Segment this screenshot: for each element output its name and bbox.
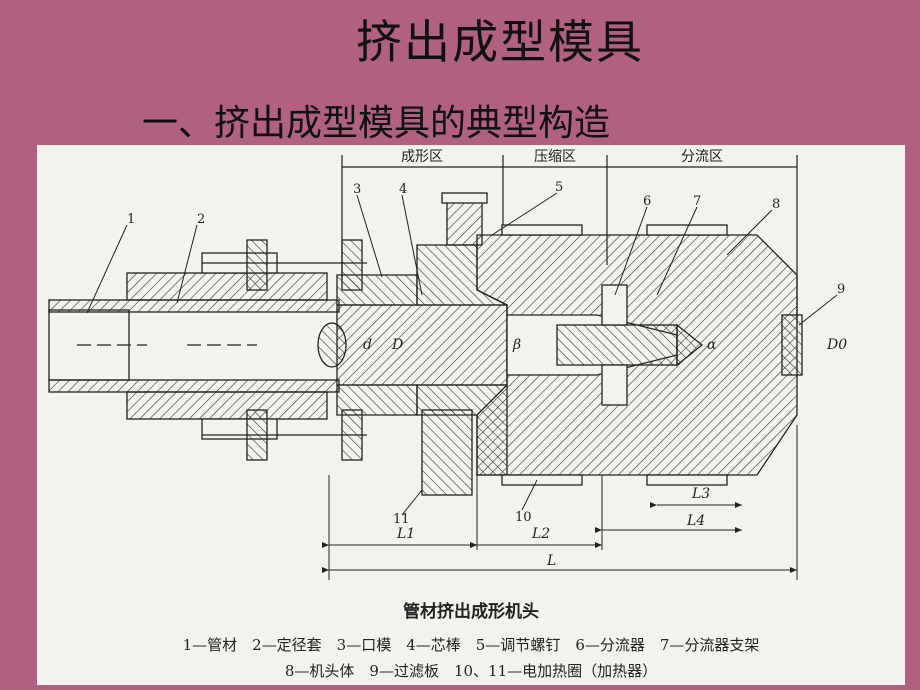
zone-label-compression: 压缩区 xyxy=(534,149,576,165)
figure-legend-line-2: 8—机头体 9—过滤板 10、11—电加热圈（加热器） xyxy=(284,662,658,680)
part-number: 9 xyxy=(837,282,845,297)
figure-caption-title: 管材挤出成形机头 xyxy=(403,602,539,622)
dim-alpha: α xyxy=(707,337,717,353)
length-dimensions xyxy=(322,425,798,580)
part-number: 2 xyxy=(197,212,205,227)
part-number-labels: 1 2 3 4 5 6 7 8 9 10 11 xyxy=(127,180,845,527)
dim-L3: L3 xyxy=(691,486,710,502)
figure-legend-line-1: 1—管材 2—定径套 3—口模 4—芯棒 5—调节螺钉 6—分流器 7—分流器支… xyxy=(182,636,760,654)
part-number: 5 xyxy=(555,180,563,195)
dim-d: d xyxy=(363,337,372,353)
part-number: 6 xyxy=(643,194,651,209)
slide-subtitle: 一、挤出成型模具的典型构造 xyxy=(142,103,611,144)
die-assembly xyxy=(48,192,803,496)
slide-title: 挤出成型模具 xyxy=(356,15,644,69)
leader-lines xyxy=(86,192,838,516)
part-number: 10 xyxy=(515,510,532,525)
length-labels: L1 L2 L3 L4 L xyxy=(396,486,710,569)
die-diagram: 成形区 压缩区 分流区 xyxy=(48,149,847,580)
dim-L: L xyxy=(546,553,556,569)
part-number: 8 xyxy=(772,197,780,212)
zone-label-distribution: 分流区 xyxy=(681,149,723,165)
dim-L1: L1 xyxy=(396,526,415,542)
sizing-sleeve-bottom xyxy=(48,379,340,393)
dim-D0: D0 xyxy=(826,337,847,353)
die-ring-top xyxy=(336,274,418,306)
dim-L4: L4 xyxy=(686,513,705,529)
spider xyxy=(556,324,678,366)
filter-plate xyxy=(781,314,803,376)
part-number: 11 xyxy=(393,512,410,527)
dimension-symbols: d D β α D0 xyxy=(363,337,847,353)
dim-beta: β xyxy=(512,337,521,353)
dim-L2: L2 xyxy=(531,526,550,542)
dim-D: D xyxy=(391,337,403,353)
zone-label-forming: 成形区 xyxy=(401,149,443,165)
part-number: 7 xyxy=(693,194,701,209)
heater-band xyxy=(501,474,583,486)
figure-panel: 成形区 压缩区 分流区 xyxy=(37,145,905,685)
part-number: 1 xyxy=(127,212,135,227)
part-number: 3 xyxy=(353,182,361,197)
adjust-screw xyxy=(446,199,483,246)
die-ring-bottom xyxy=(336,384,418,416)
part-number: 4 xyxy=(399,182,407,197)
